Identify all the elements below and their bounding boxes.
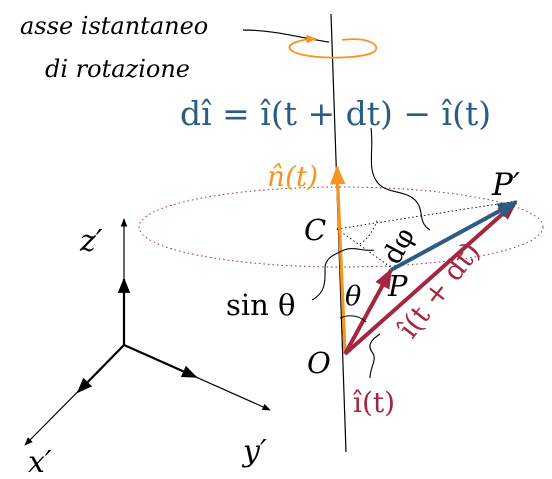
n-hat-vector [330, 165, 347, 354]
di-vector [390, 200, 518, 272]
i-t-vector [343, 268, 393, 355]
formula-brace [370, 127, 431, 231]
i-t-dt-vector [343, 200, 518, 356]
point-c-label: C [304, 213, 326, 247]
axis-label-line1: asse istantaneo [20, 12, 208, 40]
y-axis-label: y′ [241, 434, 267, 469]
formula-text: dî = î(t + dt) − î(t) [180, 94, 491, 133]
point-o-label: O [307, 346, 331, 380]
i-t-brace [369, 333, 381, 379]
x-axis-unit [76, 344, 125, 394]
point-p-label: P [387, 269, 408, 303]
axis-label-leader [242, 29, 330, 43]
sintheta-brace [311, 248, 375, 301]
point-pprime-label: P′ [491, 167, 520, 203]
rotation-direction-arrow [288, 34, 378, 59]
theta-label: θ [345, 281, 361, 312]
i-t-label: î(t) [353, 386, 395, 419]
axis-label-line2: di rotazione [45, 55, 190, 83]
n-hat-label: n̂(t) [267, 160, 318, 193]
radius-cp-line [336, 228, 393, 269]
dphi-arc [359, 217, 379, 245]
y-axis-unit [123, 343, 198, 379]
z-axis-label: z′ [79, 224, 103, 259]
theta-arc [339, 315, 367, 323]
sintheta-label: sin θ [226, 288, 296, 322]
x-axis-label: x′ [28, 445, 52, 479]
